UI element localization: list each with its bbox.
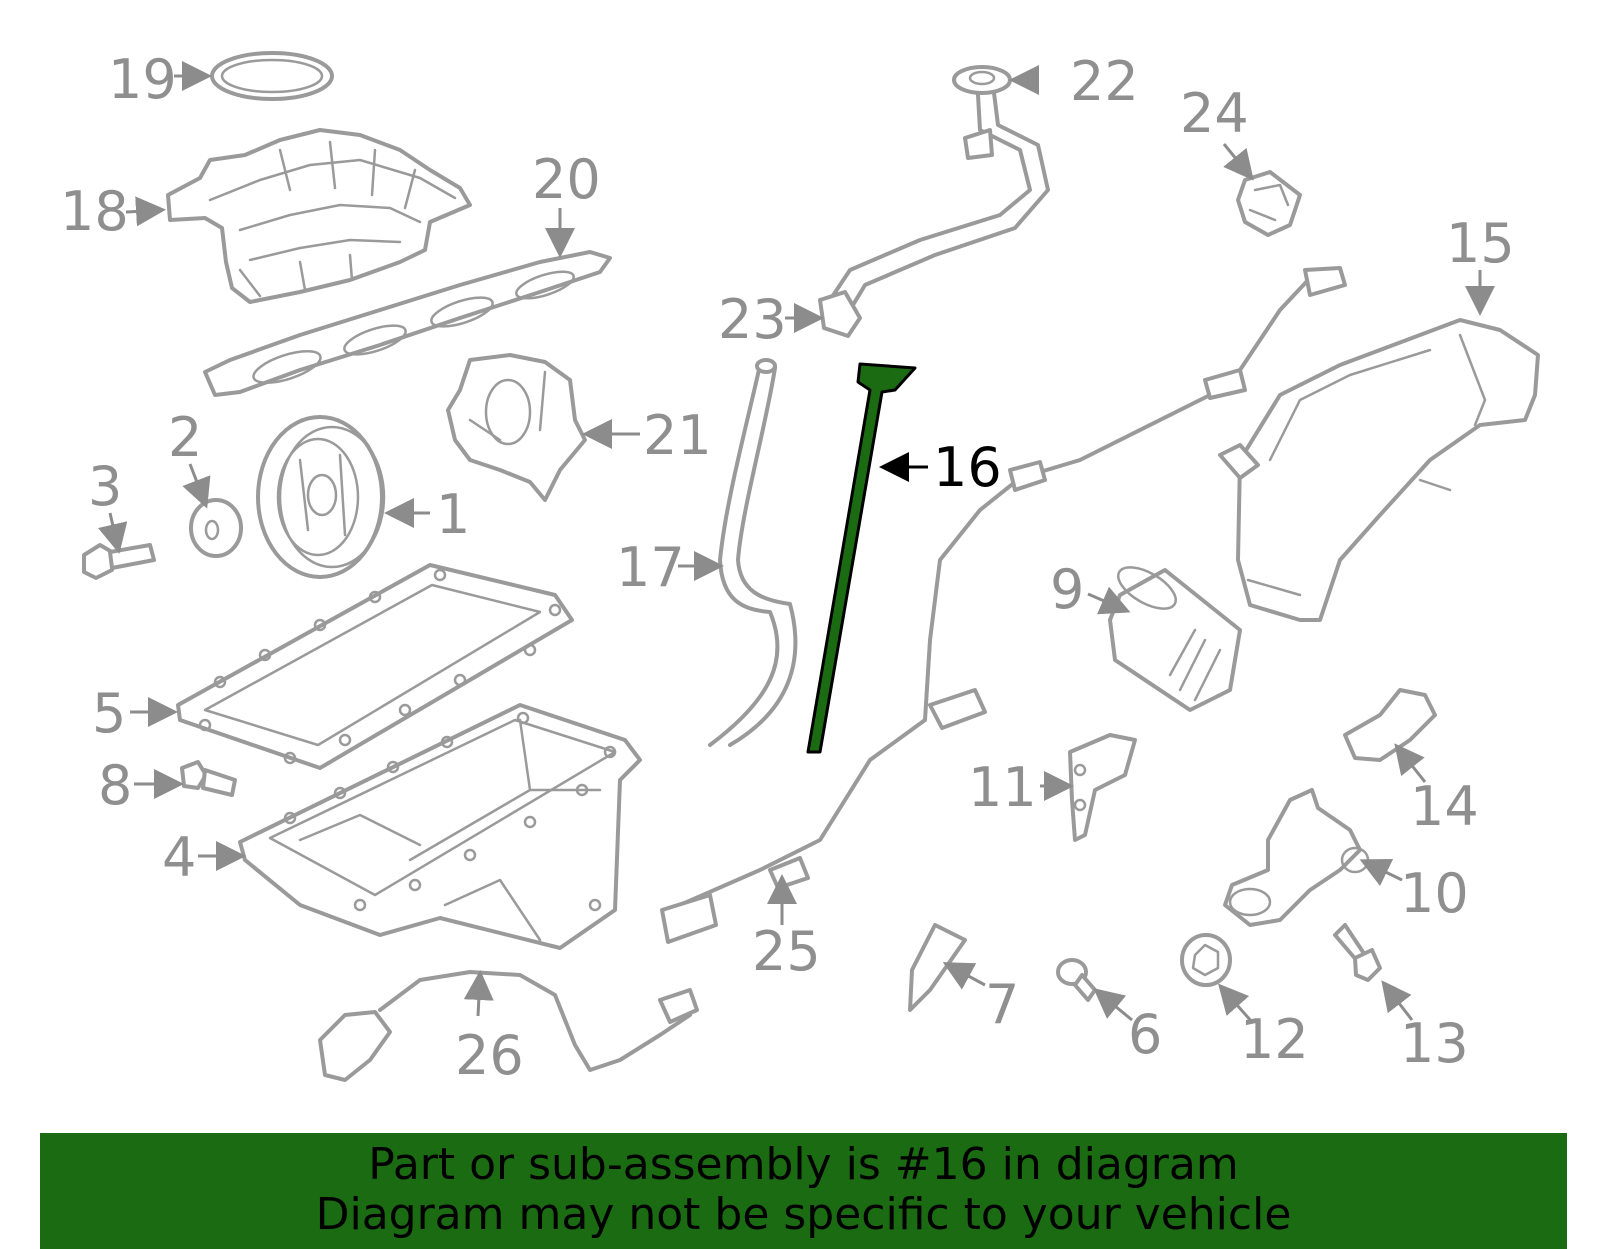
callout-23: 23 [718,288,787,351]
part-7-shield [908,923,967,1012]
callout-6: 6 [1128,1003,1162,1066]
leader-lines [98,61,1495,1023]
callout-11: 11 [968,756,1037,819]
part-23-filler-tube [818,91,1050,338]
part-6-plug [1056,958,1097,1002]
callout-9: 9 [1050,558,1084,621]
part-14-sensor [1343,688,1437,762]
part-26-sensor-harness [318,970,699,1082]
callout-22: 22 [1070,50,1139,113]
info-banner: Part or sub-assembly is #16 in diagram D… [40,1133,1567,1249]
callout-10: 10 [1400,862,1469,925]
callout-5: 5 [92,682,126,745]
callout-2: 2 [168,406,202,469]
callout-1: 1 [436,483,470,546]
callout-labels: 19 18 20 21 2 3 1 5 8 4 26 22 23 24 15 1… [60,48,1515,1087]
callout-8: 8 [98,754,132,817]
callout-17: 17 [616,536,685,599]
banner-line-2: Diagram may not be specific to your vehi… [315,1189,1292,1240]
part-16-dipstick-highlighted [806,362,917,754]
callout-4: 4 [162,826,196,889]
callout-24: 24 [1180,82,1249,145]
part-5-oil-pan-gasket [176,563,574,770]
callout-18: 18 [60,180,129,243]
callout-13: 13 [1400,1012,1469,1075]
part-17-dipstick-tube [708,358,798,747]
callout-20: 20 [532,148,601,211]
part-25-wiring-harness [660,266,1347,944]
part-9-oil-filter [1108,566,1242,712]
callout-3: 3 [88,455,122,518]
callout-19: 19 [108,48,177,111]
part-21-cover [446,353,587,502]
callout-12: 12 [1240,1008,1309,1071]
part-4-oil-pan [238,703,642,950]
callout-25: 25 [752,920,821,983]
callout-16: 16 [933,436,1002,499]
callout-14: 14 [1410,775,1479,838]
part-24-sensor [1236,170,1302,237]
part-12-cap [1180,933,1232,987]
banner-line-1: Part or sub-assembly is #16 in diagram [368,1139,1239,1190]
part-8-drain-plug [180,760,237,797]
part-22-oil-filler-cap [952,65,1012,95]
part-13-bolt [1333,923,1382,982]
part-10-filter-adapter [1223,788,1370,927]
callout-21: 21 [643,404,712,467]
part-1-pulley [256,415,386,579]
banner-background [40,1133,1567,1249]
part-18-intake-manifold [166,128,472,304]
part-19-seal-ring [210,51,334,101]
part-15-timing-cover [1218,318,1540,622]
part-20-manifold-gasket [203,250,612,397]
callout-26: 26 [455,1024,524,1087]
callout-7: 7 [985,973,1019,1036]
part-2-washer [189,498,243,558]
part-3-bolt [82,543,156,580]
callout-15: 15 [1446,212,1515,275]
part-11-bracket [1068,733,1137,842]
